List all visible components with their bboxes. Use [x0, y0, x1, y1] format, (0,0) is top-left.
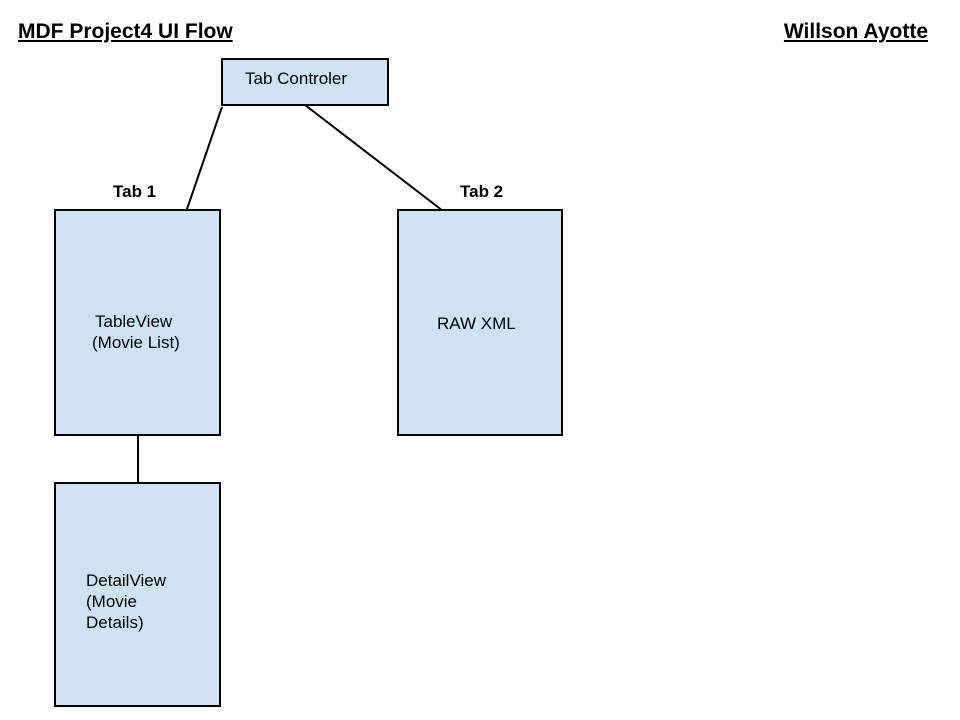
raw-xml-box: RAW XML [397, 209, 563, 436]
detailview-label-line1: DetailView [86, 571, 167, 590]
tab-2-label: Tab 2 [460, 182, 504, 201]
connector-controller-to-rawxml [304, 104, 448, 215]
tab-1-label: Tab 1 [113, 182, 157, 201]
tab-controller-label: Tab Controler [245, 69, 348, 88]
connector-controller-to-tableview [185, 106, 223, 213]
tableview-label-line1: TableView [95, 312, 173, 331]
detailview-label-line3: Details) [86, 613, 144, 632]
tableview-label-line2: (Movie List) [92, 333, 180, 352]
author-name: Willson Ayotte [783, 20, 928, 43]
raw-xml-label: RAW XML [437, 314, 516, 333]
page-title: MDF Project4 UI Flow [18, 20, 233, 43]
detailview-box: DetailView (Movie Details) [54, 482, 221, 707]
tableview-box: TableView (Movie List) [54, 209, 221, 436]
tab-controller-box: Tab Controler [221, 58, 389, 106]
detailview-label-line2: (Movie [86, 592, 138, 611]
